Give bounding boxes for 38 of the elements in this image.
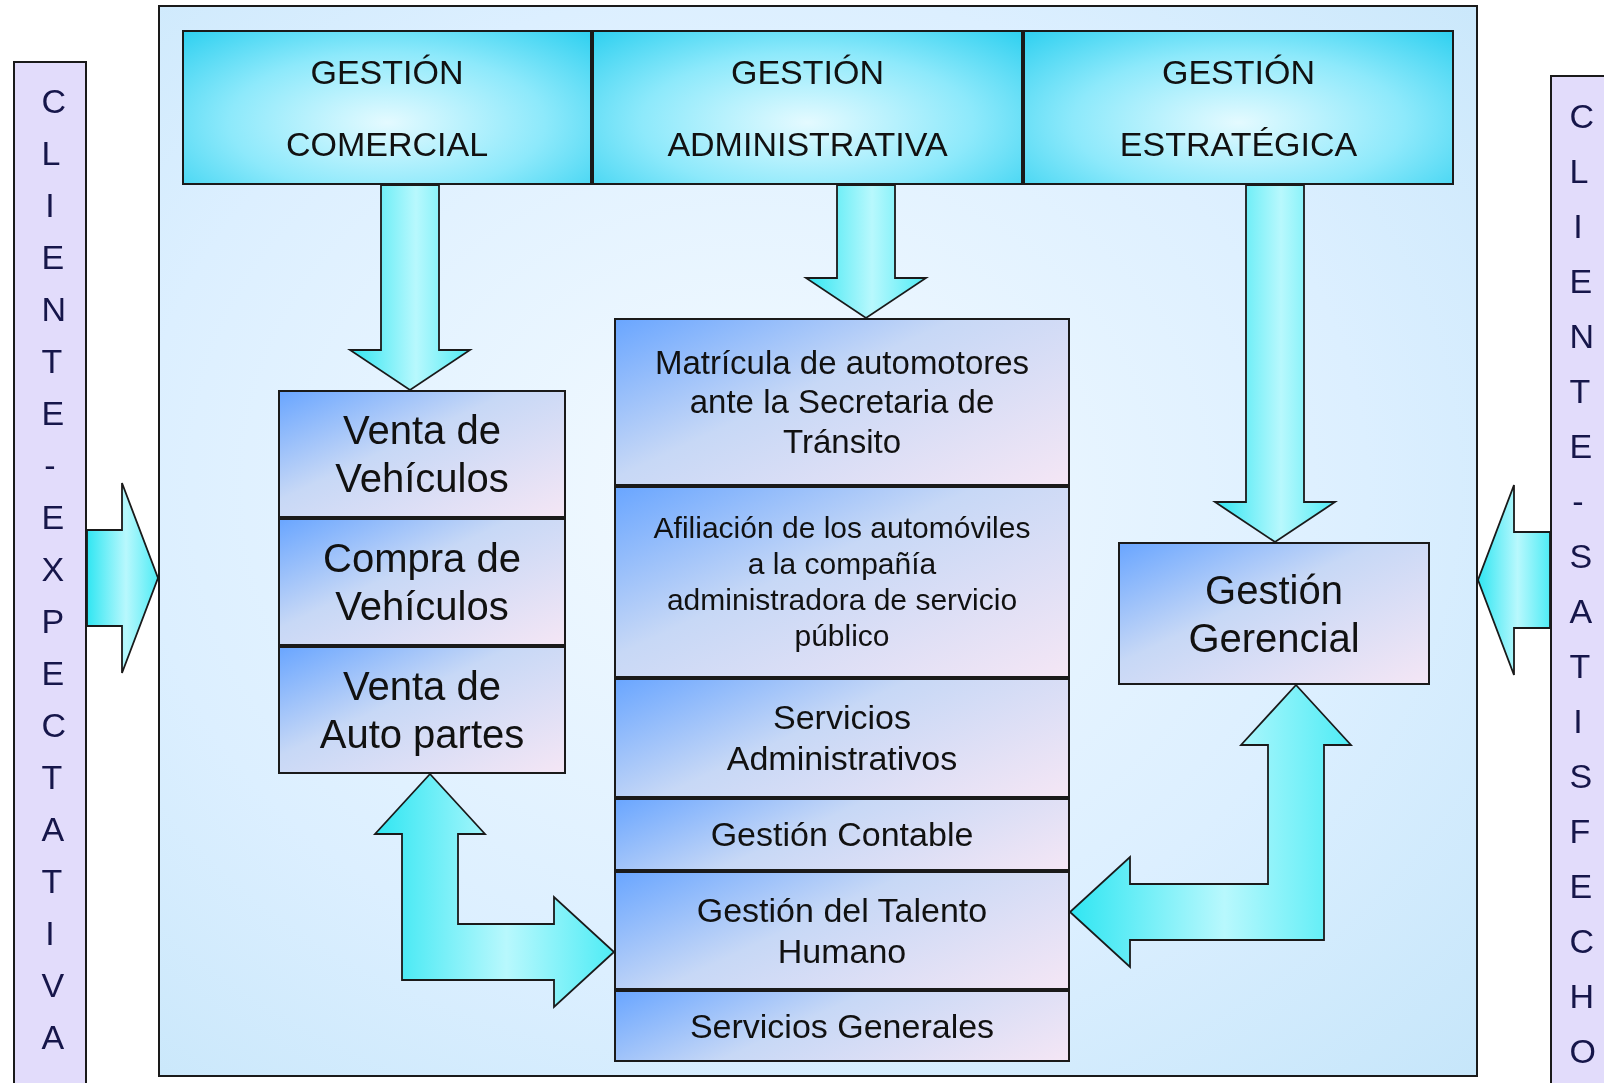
process-label: Compra de Vehículos bbox=[322, 535, 522, 630]
category-header bbox=[182, 30, 592, 185]
header-label: GESTIÓN COMERCIAL bbox=[285, 51, 489, 165]
process-label: Afiliación de los automóviles a la compañía administradora de servicio público bbox=[652, 510, 1032, 654]
process-label: Gestión Contable bbox=[710, 814, 974, 855]
block-arrow bbox=[1477, 484, 1551, 676]
header-label: GESTIÓN ADMINISTRATIVA bbox=[667, 51, 948, 165]
header-label: GESTIÓN ESTRATÉGICA bbox=[1119, 51, 1358, 165]
process-label: Venta de Auto partes bbox=[318, 663, 526, 758]
process-box bbox=[278, 518, 566, 646]
vertical-label: CLIENTE-SATISFECHO bbox=[1568, 96, 1604, 1072]
process-label: Servicios Administrativos bbox=[725, 697, 959, 779]
process-box bbox=[278, 390, 566, 518]
vertical-label: CLIENTE-EXPECTATIVA bbox=[40, 81, 76, 1058]
block-arrow bbox=[86, 482, 159, 674]
process-box bbox=[1118, 542, 1430, 685]
block-arrow bbox=[347, 184, 473, 392]
process-box bbox=[614, 486, 1070, 678]
process-box bbox=[614, 990, 1070, 1062]
process-label: Matrícula de automotores ante la Secretaria de Tránsito bbox=[653, 342, 1031, 462]
process-box bbox=[278, 646, 566, 774]
category-header bbox=[592, 30, 1023, 185]
client-column bbox=[13, 61, 87, 1083]
bent-double-arrow bbox=[372, 772, 616, 1010]
process-box bbox=[614, 678, 1070, 798]
process-box bbox=[614, 798, 1070, 871]
client-column bbox=[1550, 75, 1604, 1083]
process-label: Gestión del Talento Humano bbox=[695, 889, 989, 972]
process-label: Servicios Generales bbox=[689, 1005, 995, 1047]
block-arrow bbox=[1212, 184, 1338, 544]
process-label: Venta de Vehículos bbox=[334, 407, 510, 502]
bent-double-arrow bbox=[1068, 683, 1354, 970]
process-label: Gestión Gerencial bbox=[1188, 566, 1360, 662]
process-box bbox=[614, 871, 1070, 990]
process-panel bbox=[158, 5, 1478, 1077]
process-box bbox=[614, 318, 1070, 486]
category-header bbox=[1023, 30, 1454, 185]
block-arrow bbox=[803, 184, 929, 320]
